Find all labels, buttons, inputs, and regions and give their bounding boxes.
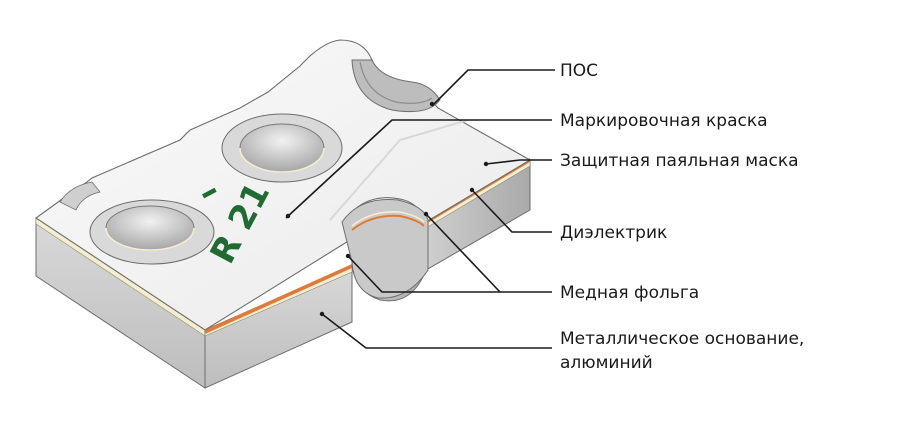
label-copper-foil: Медная фольга bbox=[560, 283, 699, 303]
leader-solder-mask bbox=[485, 159, 552, 165]
leader-dielectric bbox=[471, 189, 552, 233]
leader-copper-foil-a bbox=[347, 255, 500, 293]
layer-labels: ПОС Маркировочная краска Защитная паяльн… bbox=[560, 61, 804, 373]
left-mount-hole bbox=[89, 199, 215, 265]
label-marking-paint: Маркировочная краска bbox=[560, 111, 768, 131]
leader-marking-paint bbox=[285, 119, 552, 219]
label-dielectric: Диэлектрик bbox=[560, 223, 667, 243]
label-metal-base-line2: алюминий bbox=[560, 353, 653, 373]
leader-lines bbox=[285, 69, 555, 349]
label-metal-base-line1: Металлическое основание, bbox=[560, 329, 804, 349]
center-mount-hole bbox=[221, 113, 343, 183]
leader-pos bbox=[431, 69, 555, 107]
leader-copper-foil-b bbox=[425, 213, 552, 293]
leader-metal-base bbox=[321, 313, 552, 349]
pos-notch bbox=[351, 59, 441, 113]
label-pos: ПОС bbox=[560, 61, 598, 81]
label-solder-mask: Защитная паяльная маска bbox=[560, 151, 799, 171]
front-notch bbox=[341, 198, 429, 299]
left-edge-notch bbox=[59, 181, 101, 211]
